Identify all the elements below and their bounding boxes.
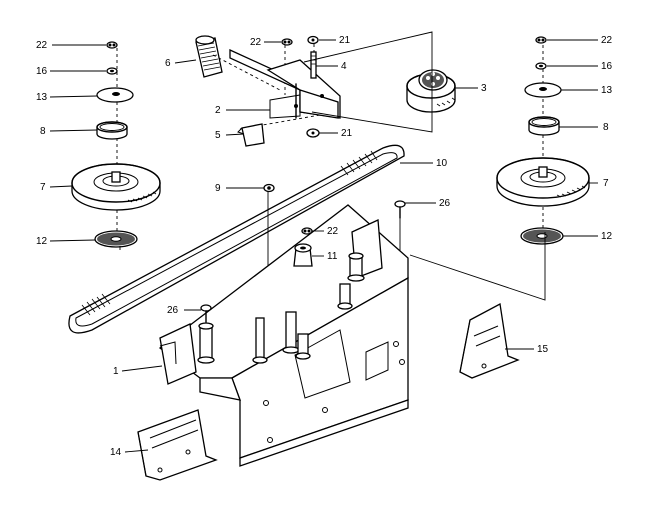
callout-16-right: 16 [601,61,613,72]
part-7-left-reel [71,163,161,211]
callout-22-left: 22 [36,40,48,51]
part-22-left-screw [106,41,118,49]
callout-1: 1 [113,366,119,377]
part-8-left-ring [96,121,128,140]
callout-22-center: 22 [250,37,262,48]
chassis-left-foot [199,377,242,401]
part-1-chassis [119,190,546,467]
callout-3: 3 [481,83,487,94]
callout-2: 2 [215,105,221,116]
chassis-window [294,329,351,399]
callout-10: 10 [436,158,448,169]
callout-26-left: 26 [167,305,179,316]
part-15-bracket [459,302,520,379]
callout-4: 4 [341,61,347,72]
part-12-right-gear-washer [520,227,564,245]
spindle-posts [252,283,353,364]
chassis-left-bracket [159,323,197,385]
part-10-belt [68,144,405,334]
part-8-right-ring [528,116,560,136]
gear-bracket-guides [303,31,433,133]
part-9-screw [263,183,275,193]
callout-8-right: 8 [603,122,609,133]
part-7-right-reel [496,157,590,207]
callout-22-low: 22 [327,226,339,237]
part-26-top-screw [394,200,406,219]
part-16-right-washer [535,62,547,70]
chassis-slot [365,341,389,381]
part-14-bracket [137,409,218,481]
callout-6: 6 [165,58,171,69]
part-2-main-bracket [229,48,341,119]
part-3-gear-wheel [406,69,456,113]
leader-lines [49,39,598,453]
callout-13-left: 13 [36,92,48,103]
chassis-bottom-lip [239,399,409,467]
callout-7-left: 7 [40,182,46,193]
part-13-right-disc [524,82,562,98]
callout-11: 11 [327,251,338,262]
callout-12-right: 12 [601,231,613,242]
right-reel-stack [496,36,590,245]
part-26-left-screw [200,304,212,323]
callout-5: 5 [215,130,221,141]
top-center-mechanism [195,31,456,147]
part-4-pin [310,51,317,79]
part-12-left-gear-washer [94,230,138,248]
callout-13-right: 13 [601,85,613,96]
callout-labels: 22 16 13 8 7 12 6 22 21 4 2 5 21 3 10 9 … [36,35,613,458]
callout-16-left: 16 [36,66,48,77]
part-22-right-screw [535,36,547,44]
callout-8-left: 8 [40,126,46,137]
part-22-center-screw [281,38,293,46]
callout-26-top: 26 [439,198,451,209]
callout-15: 15 [537,344,549,355]
part-5-clip [237,123,265,147]
left-post [197,322,215,364]
part-13-left-disc [96,87,134,103]
callout-21-top: 21 [339,35,351,46]
part-11-bushing [293,243,313,267]
part-21-mid-nut [306,128,320,138]
callout-7-right: 7 [603,178,609,189]
callout-12-left: 12 [36,236,48,247]
callout-22-right: 22 [601,35,613,46]
callout-14: 14 [110,447,122,458]
part-6-pinion-gear [195,35,223,78]
callout-9: 9 [215,183,221,194]
callout-21-mid: 21 [341,128,353,139]
left-reel-stack [71,41,161,248]
right-post [347,252,365,282]
part-16-left-washer [106,67,118,75]
part-21-top-nut [307,35,319,45]
part-22-low-screw [301,227,313,235]
